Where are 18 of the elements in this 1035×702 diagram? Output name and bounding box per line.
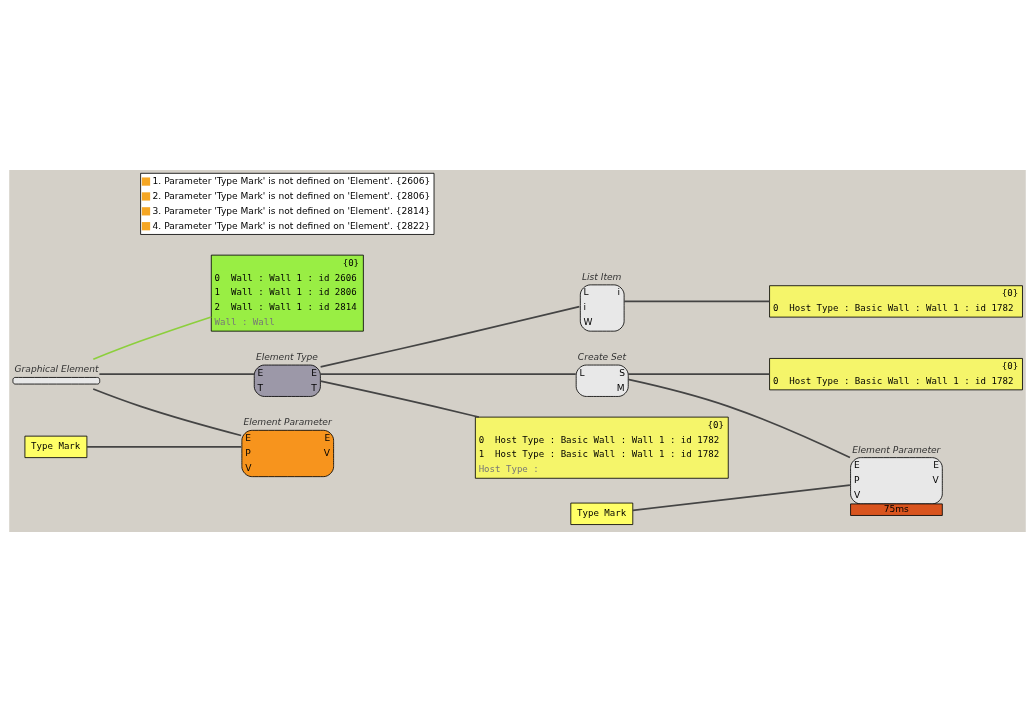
connector xyxy=(632,484,851,512)
connector xyxy=(92,388,242,437)
node-label: Element Parameter xyxy=(243,417,332,428)
connector xyxy=(319,373,577,375)
connector xyxy=(86,446,243,448)
node-label: 75ms xyxy=(883,504,909,514)
connector xyxy=(627,373,771,375)
node-label: Graphical Element xyxy=(14,364,99,375)
node-label: Create Set xyxy=(577,351,627,362)
connector xyxy=(92,316,213,361)
node-label: List Item xyxy=(581,271,622,282)
connector xyxy=(319,380,480,418)
connector xyxy=(623,300,771,303)
connector xyxy=(98,373,255,375)
node-label: Element Type xyxy=(255,351,318,362)
node-label: Element Parameter xyxy=(852,444,941,455)
connector xyxy=(627,378,851,459)
connector xyxy=(319,305,581,368)
